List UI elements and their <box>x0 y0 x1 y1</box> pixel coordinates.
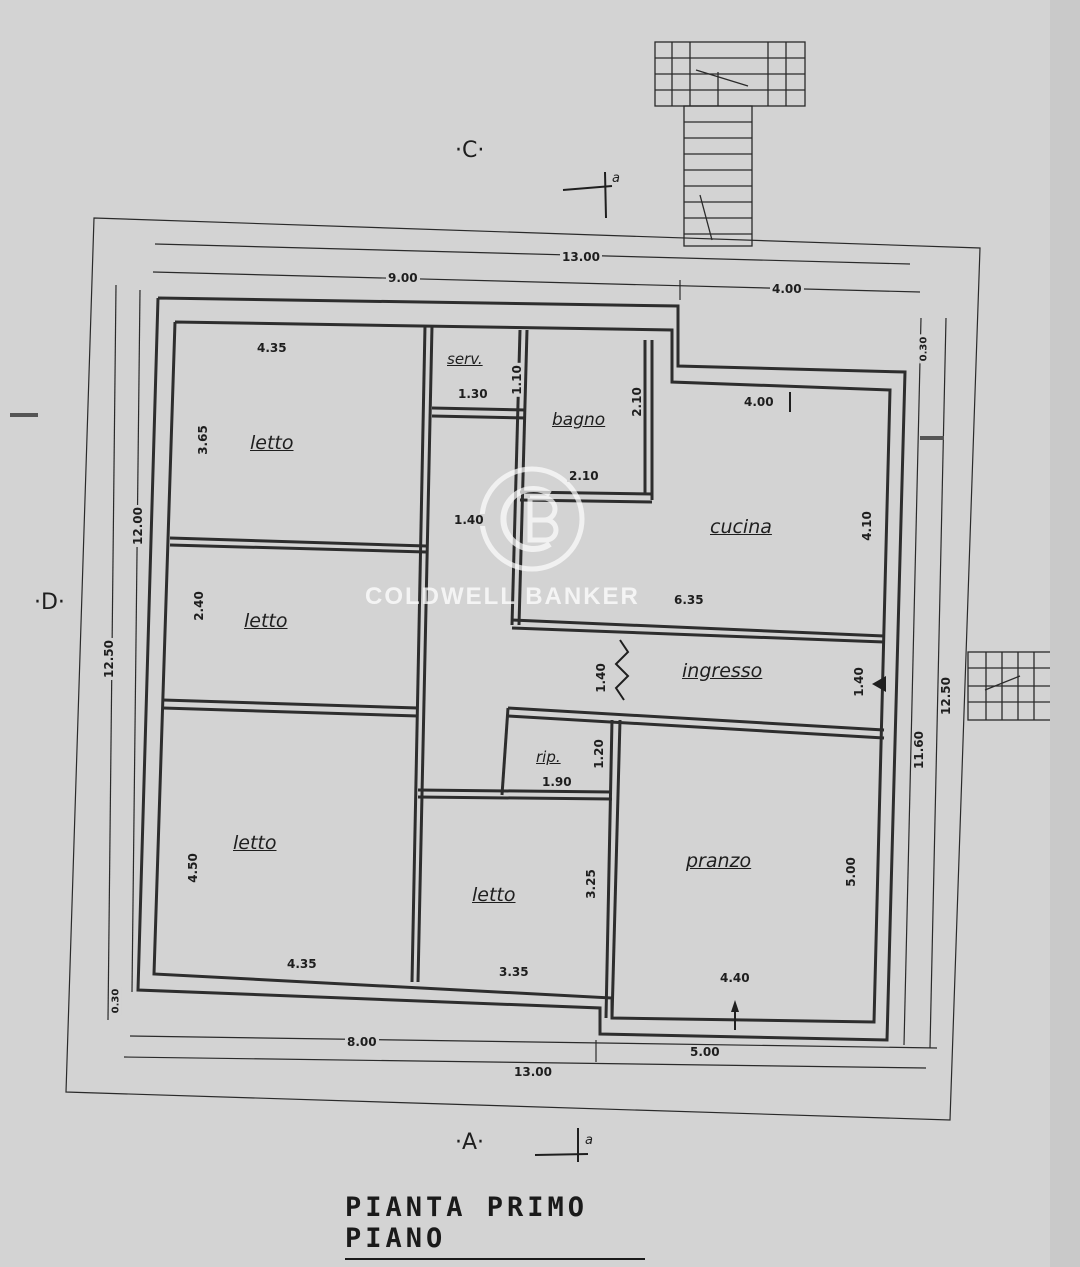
side-label-a: ·A· <box>455 1130 485 1155</box>
dim-cucina-width: 4.00 <box>742 395 776 409</box>
stairs-top <box>654 41 806 247</box>
room-label-letto-3: letto <box>233 832 277 854</box>
drawing-sheet: COLDWELL BANKER ·C· ·D· ·A· a a letto le… <box>10 41 1050 1260</box>
room-label-cucina: cucina <box>710 516 772 538</box>
room-label-letto-1: letto <box>250 432 294 454</box>
dim-rip-height: 1.20 <box>591 737 606 771</box>
dim-bagno-width: 2.10 <box>567 469 601 483</box>
stairs-right <box>967 651 1050 721</box>
dim-wall-top: 0.30 <box>918 334 930 364</box>
room-label-letto-2: letto <box>244 610 288 632</box>
dim-ingresso-height: 1.40 <box>593 661 608 695</box>
dim-top-total: 13.00 <box>560 250 602 264</box>
watermark-text: COLDWELL BANKER <box>365 583 640 610</box>
dim-cucina-depth: 6.35 <box>672 593 706 607</box>
dim-bagno-height: 2.10 <box>629 385 644 419</box>
dim-ingresso-height-2: 1.40 <box>851 665 866 699</box>
floor-plan <box>10 41 1050 1162</box>
dim-corridor-width: 1.40 <box>452 513 486 527</box>
dim-bottom-right: 5.00 <box>688 1045 722 1059</box>
dim-cucina-height: 4.10 <box>859 509 874 543</box>
dim-letto4-width: 3.35 <box>497 965 531 979</box>
room-label-rip: rip. <box>536 748 561 766</box>
dim-wall-bottom: 0.30 <box>110 986 122 1016</box>
dim-letto4-height: 3.25 <box>583 867 598 901</box>
dim-letto3-width: 4.35 <box>285 957 319 971</box>
dim-letto1-width: 4.35 <box>255 341 289 355</box>
entry-arrow <box>872 676 886 692</box>
room-label-serv: serv. <box>447 350 483 368</box>
side-label-d: ·D· <box>34 590 65 615</box>
dim-right-inner: 11.60 <box>911 729 926 771</box>
dim-serv-height: 1.10 <box>509 363 524 397</box>
sheet-frame <box>65 217 981 1121</box>
dim-left-total: 12.50 <box>101 638 116 680</box>
side-label-c: ·C· <box>455 138 485 163</box>
inner-wall <box>152 320 892 1024</box>
door-arrow-bottom <box>731 1000 739 1012</box>
dim-letto3-height: 4.50 <box>185 851 200 885</box>
room-label-bagno: bagno <box>552 410 606 430</box>
dim-rip-width: 1.90 <box>540 775 574 789</box>
outer-wall <box>136 296 907 1042</box>
dim-serv-width: 1.30 <box>456 387 490 401</box>
section-marker-bottom: a <box>585 1133 593 1148</box>
section-marker-top: a <box>612 171 620 186</box>
dim-bottom-left: 8.00 <box>345 1035 379 1049</box>
dim-letto2-height: 2.40 <box>191 589 206 623</box>
drawing-title: PIANTA PRIMO PIANO <box>345 1192 645 1260</box>
dim-top-left: 9.00 <box>386 271 420 285</box>
dim-letto1-height: 3.65 <box>195 423 210 457</box>
dim-right-total: 12.50 <box>938 675 953 717</box>
dim-left-inner: 12.00 <box>130 505 145 547</box>
dim-pranzo-width: 4.40 <box>718 971 752 985</box>
dim-pranzo-height: 5.00 <box>843 855 858 889</box>
dim-bottom-total: 13.00 <box>512 1065 554 1079</box>
dim-top-right: 4.00 <box>770 282 804 296</box>
room-label-ingresso: ingresso <box>682 660 763 682</box>
room-label-pranzo: pranzo <box>686 850 752 872</box>
room-label-letto-4: letto <box>472 884 516 906</box>
